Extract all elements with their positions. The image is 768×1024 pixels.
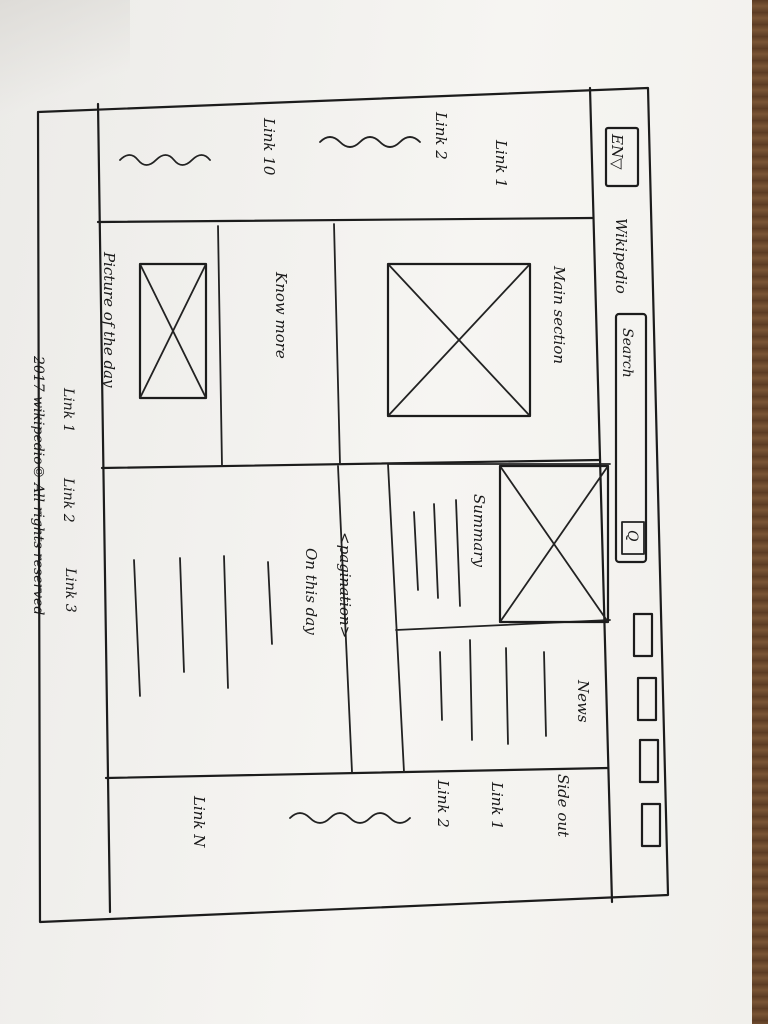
- header-icon-box-2[interactable]: [636, 676, 658, 722]
- footer-separator: [96, 102, 112, 914]
- on-this-day-label: On this day: [302, 548, 320, 635]
- news-label: News: [574, 679, 592, 723]
- main-image-cross: [387, 263, 531, 417]
- side-out-squiggle: [289, 812, 411, 824]
- language-button-label: EN▽: [608, 133, 626, 170]
- header-icon-box-4[interactable]: [640, 802, 662, 848]
- side-out-link-n[interactable]: Link N: [190, 795, 208, 848]
- potd-image-cross: [139, 263, 207, 399]
- search-button-label: Q: [624, 530, 640, 542]
- main-section-title: Main section: [550, 265, 568, 364]
- paper-sheet: EN▽ Wikipedio Search Q Link 1 Link 2 Lin…: [0, 0, 752, 1024]
- search-placeholder: Search: [619, 328, 635, 378]
- footer-link-1[interactable]: Link 1: [60, 387, 76, 433]
- summary-image-placeholder: [498, 464, 610, 624]
- know-more-link[interactable]: Know more: [272, 271, 290, 359]
- side-out-link-1[interactable]: Link 1: [488, 781, 506, 830]
- footer-copyright: 2017 wikipedio© All rights reserved: [30, 355, 46, 615]
- footer-link-3[interactable]: Link 3: [62, 567, 78, 613]
- search-button-box[interactable]: [621, 521, 645, 555]
- search-box[interactable]: [614, 312, 648, 564]
- content-divider: [337, 465, 353, 773]
- footer-link-2[interactable]: Link 2: [60, 477, 76, 523]
- nav-separator: [96, 216, 594, 224]
- potd-image-placeholder: [138, 262, 208, 400]
- news-text-lines: [439, 639, 547, 745]
- nav-squiggle-mid: [319, 136, 421, 148]
- pagination-control[interactable]: <pagination>: [336, 532, 354, 638]
- main-separator: [100, 458, 602, 470]
- main-divider-1: [217, 225, 223, 467]
- header-separator: [588, 86, 614, 904]
- nav-link-2[interactable]: Link 2: [432, 111, 450, 160]
- side-separator: [104, 766, 610, 780]
- outer-frame: [36, 86, 670, 924]
- header-icon-box-3[interactable]: [638, 738, 660, 784]
- wood-table-edge: [752, 0, 768, 1024]
- summary-label: Summary: [470, 494, 488, 567]
- language-button-box[interactable]: [604, 126, 640, 188]
- side-out-title: Side out: [554, 774, 572, 838]
- logo-text: Wikipedio: [612, 218, 630, 294]
- main-image-placeholder: [386, 262, 532, 418]
- header-icon-box-1[interactable]: [632, 612, 654, 658]
- side-out-link-2[interactable]: Link 2: [434, 779, 452, 828]
- wireframe-sketch: EN▽ Wikipedio Search Q Link 1 Link 2 Lin…: [30, 86, 670, 924]
- picture-of-the-day-label: Picture of the day: [100, 251, 118, 388]
- on-this-day-text-lines: [133, 555, 273, 697]
- main-divider-2: [333, 223, 341, 465]
- nav-link-1[interactable]: Link 1: [492, 139, 510, 188]
- nav-link-10[interactable]: Link 10: [260, 117, 278, 176]
- paper-fold: [0, 0, 130, 120]
- nav-squiggle-top: [119, 154, 211, 166]
- summary-text-lines: [413, 499, 461, 607]
- summary-image-cross: [499, 465, 609, 623]
